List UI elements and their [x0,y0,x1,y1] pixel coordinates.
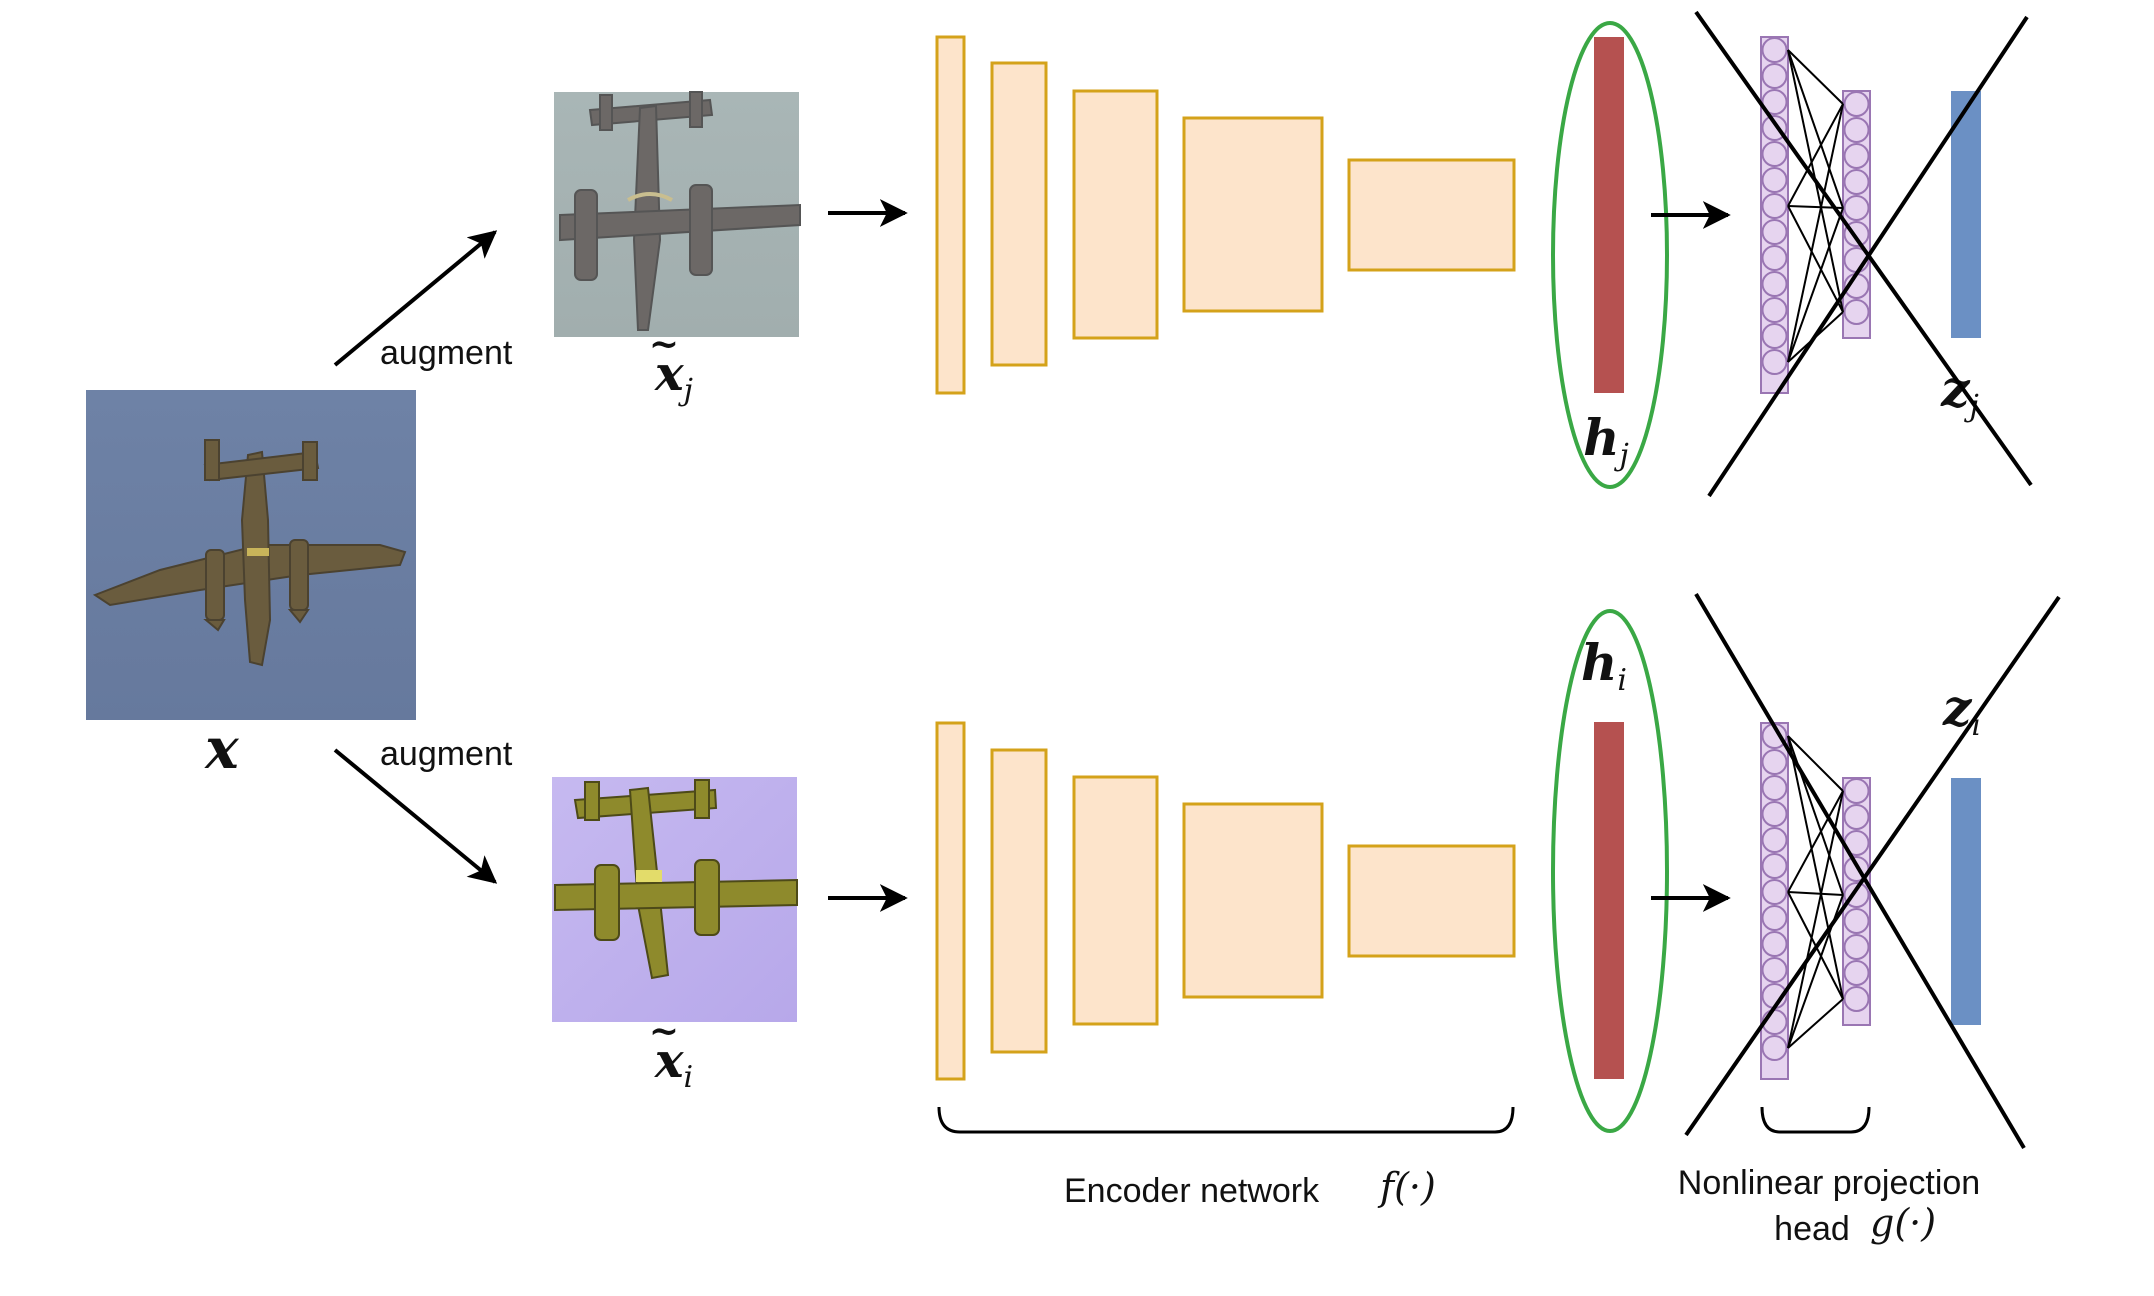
encoder-layer [1182,802,1324,999]
connection [1787,103,1844,363]
representation-highlight-top [1551,21,1669,489]
neuron [1843,299,1870,325]
encoder-layer [1072,775,1159,1026]
original-image [86,390,416,720]
h-i-label: hi [1581,633,1627,698]
encoder-label: Encoder network [1064,1172,1320,1210]
neuron [1761,323,1788,349]
neuron [1761,349,1788,375]
tilde-j: ~ [649,323,679,365]
augmented-view-i [552,777,798,1022]
neuron [1761,141,1788,167]
airplane-icon [92,439,407,667]
h-j-label: hj [1583,408,1629,473]
neuron [1843,778,1870,804]
view-j-label: xj [654,346,693,408]
connection [1787,790,1844,1049]
encoder-network-bottom [935,721,1516,1081]
encoder-layer [935,721,966,1081]
z-j-label: zj [1940,359,1979,424]
representation-h-j [1594,37,1624,393]
neuron [1761,63,1788,89]
neuron [1761,219,1788,245]
projection-head-bottom [1760,722,1871,1080]
augment-arrow-top [333,230,498,367]
view-i-label: xi [654,1033,693,1095]
neuron [1761,271,1788,297]
connection [1787,998,1844,1049]
neuron [1761,827,1788,853]
connection [1787,49,1844,209]
neuron [1761,37,1788,63]
input-label: x [204,716,239,782]
connection [1787,735,1844,1000]
neuron [1761,245,1788,271]
projection-label-line1: Nonlinear projection [1678,1164,1980,1202]
neuron [1761,957,1788,983]
airplane-icon [559,91,801,331]
encoder-layer [1072,89,1159,340]
projection-head-top [1760,36,1871,394]
projection-function: g(·) [1870,1201,1936,1245]
neuron [1761,905,1788,931]
z-i-label: zi [1942,678,1981,743]
neuron [1761,775,1788,801]
neuron [1843,169,1870,195]
encoder-layer [1182,116,1324,313]
connection [1787,735,1844,792]
neuron [1843,117,1870,143]
encoder-layer [990,61,1048,367]
projection-bracket [1760,1106,1871,1134]
embedding-z-j [1951,91,1981,338]
neuron [1843,804,1870,830]
neuron [1761,1035,1788,1061]
neuron [1761,853,1788,879]
neuron [1761,879,1788,905]
neuron [1843,960,1870,986]
connection [1787,205,1844,313]
neuron [1843,91,1870,117]
encoder-function: f(·) [1377,1165,1436,1209]
encoder-layer [1347,158,1516,272]
neuron [1843,934,1870,960]
neuron [1761,167,1788,193]
encoder-layer [990,748,1048,1054]
connection [1787,49,1844,105]
tilde-i: ~ [649,1010,679,1052]
neuron [1761,801,1788,827]
neuron [1761,89,1788,115]
neuron [1843,143,1870,169]
augment-label-bottom: augment [380,735,513,773]
strike-out-bottom [1684,592,2061,1150]
strike-out-top [1694,10,2033,498]
airplane-icon [554,779,798,980]
encoder-layer [935,35,966,395]
encoder-network-top [935,35,1516,395]
neuron [1761,297,1788,323]
augment-label-top: augment [380,334,513,372]
representation-highlight-bottom [1551,609,1669,1133]
connection [1787,207,1844,363]
embedding-z-i [1951,778,1981,1025]
encoder-bracket [937,1106,1515,1134]
connection [1787,891,1844,896]
connection [1787,790,1844,893]
neuron [1761,193,1788,219]
neuron [1761,749,1788,775]
encoder-layer [1347,844,1516,958]
neuron [1843,908,1870,934]
augmented-view-j [554,91,801,337]
neuron [1761,931,1788,957]
neuron [1843,195,1870,221]
neuron [1843,986,1870,1012]
representation-h-i [1594,722,1624,1079]
connection [1787,103,1844,207]
augment-arrow-bottom [333,748,498,884]
projection-label-line2: head [1774,1210,1850,1248]
